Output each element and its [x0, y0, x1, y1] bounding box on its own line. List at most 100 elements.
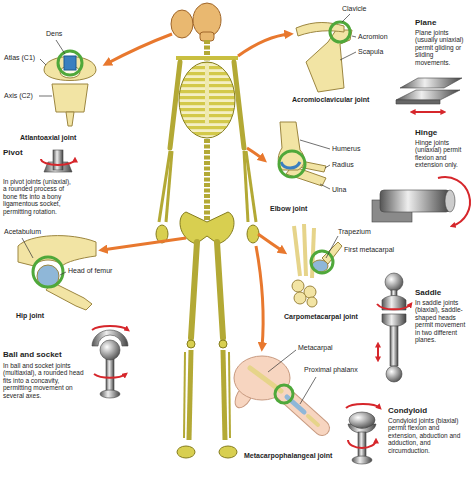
joint-type-description: In ball and socket joints (multiaxial), …: [3, 362, 85, 399]
carpometacarpal-illustration: [326, 236, 338, 258]
joint-name: Acromioclavicular joint: [292, 96, 369, 104]
shoulder-illustration: [296, 14, 356, 92]
skeleton: [189, 350, 191, 440]
skeleton: [187, 340, 195, 348]
part-label: Acromion: [358, 33, 388, 41]
joint-type-heading: Pivot: [3, 148, 23, 157]
part-label: Radius: [332, 161, 354, 169]
joint-name: Hip joint: [16, 312, 44, 320]
atlantoaxial-illustration: [52, 84, 88, 112]
skeleton: [176, 56, 238, 60]
saddle-icon: [377, 344, 379, 360]
skeleton: [223, 350, 225, 440]
skeleton: [166, 151, 172, 222]
ball-and-socket-icon: [94, 374, 126, 378]
atlantoaxial-illustration: [56, 40, 65, 54]
skeleton: [219, 340, 227, 348]
shoulder-illustration: [296, 23, 344, 37]
carpometacarpal-illustration: [292, 280, 304, 292]
plane-icon: [412, 111, 444, 113]
hand-illustration: [234, 356, 290, 400]
hand-illustration: [282, 392, 322, 428]
hand-illustration: [231, 350, 322, 428]
skeleton: [170, 62, 180, 148]
skeleton: [229, 352, 230, 438]
pivot-icon: [41, 159, 75, 165]
joint-type-description: Hinge joints (uniaxial) permit flexion a…: [415, 139, 470, 169]
hip-illustration: [33, 257, 63, 287]
ball-and-socket-icon: [100, 390, 120, 398]
pointer-arrow: [258, 234, 284, 252]
saddle-icon: [391, 290, 397, 296]
part-label: Clavicle: [342, 5, 367, 13]
skeleton: [219, 446, 237, 458]
saddle-icon: [385, 273, 403, 291]
carpometacarpal-illustration: [294, 226, 300, 276]
joint-type-description: In pivot joints (uniaxial), a rounded pr…: [3, 178, 75, 215]
joint-type-description: Plane joints (usually uniaxial) permit g…: [415, 29, 470, 66]
pointer-arrow: [238, 34, 290, 56]
atlantoaxial-illustration: [44, 57, 96, 81]
ball-and-socket-icon: [92, 326, 128, 330]
pointer-arrow: [256, 246, 263, 348]
hand-illustration: [268, 350, 296, 372]
carpometacarpal-illustration: [294, 292, 306, 304]
joint-type-heading: Condyloid: [388, 406, 427, 415]
atlantoaxial-illustration: [66, 112, 74, 126]
condyloid-icon: [352, 456, 372, 464]
skeleton: [205, 64, 209, 124]
elbow-illustration: [300, 140, 330, 149]
part-label: Acetabulum: [4, 228, 41, 236]
hand-illustration: [300, 377, 316, 404]
joint-type-heading: Ball and socket: [3, 350, 62, 359]
shoulder-illustration: [352, 36, 356, 37]
part-label: Ulna: [332, 186, 346, 194]
condyloid-icon: [349, 412, 375, 428]
skeleton: [200, 32, 214, 41]
part-label: First metacarpal: [344, 246, 394, 254]
pointer-arrow: [102, 34, 290, 348]
skeleton: [179, 62, 235, 138]
joint-name: Elbow joint: [270, 205, 307, 213]
hip-illustration: [60, 272, 66, 275]
condyloid-icon: [346, 404, 380, 464]
condyloid-icon: [348, 440, 376, 448]
part-label: Humerus: [332, 145, 360, 153]
hand-illustration: [275, 385, 293, 403]
atlantoaxial-illustration: [64, 56, 76, 70]
plane-icon: [396, 100, 440, 104]
carpometacarpal-illustration: [307, 297, 317, 307]
elbow-illustration: [278, 122, 330, 189]
hinge-icon: [445, 190, 455, 212]
part-label: Trapezium: [338, 228, 371, 236]
skeleton: [217, 242, 223, 338]
saddle-icon: [386, 366, 402, 382]
plane-icon: [396, 78, 462, 112]
atlantoaxial-illustration: [39, 96, 52, 97]
skeleton: [180, 212, 234, 244]
hand-illustration: [282, 392, 322, 428]
skeleton: [234, 62, 244, 148]
skeleton: [246, 151, 256, 222]
joint-name: Metacarpophalangeal joint: [244, 452, 332, 460]
skeleton: [191, 242, 197, 338]
part-label: Metacarpal: [298, 344, 333, 352]
carpometacarpal-illustration: [304, 224, 306, 276]
condyloid-icon: [358, 432, 366, 458]
part-label: Axis (C2): [4, 92, 33, 100]
ball-and-socket-icon: [92, 330, 128, 346]
hinge-icon: [380, 190, 450, 212]
hip-illustration: [22, 238, 33, 258]
plane-icon: [396, 90, 460, 100]
elbow-illustration: [279, 151, 305, 177]
atlantoaxial-illustration: [39, 40, 96, 126]
part-label: Proximal phalanx: [304, 366, 358, 374]
part-label: Atlas (C1): [4, 54, 35, 62]
carpometacarpal-illustration: [292, 224, 342, 307]
atlantoaxial-illustration: [58, 51, 82, 75]
elbow-illustration: [281, 162, 300, 168]
joint-type-heading: Saddle: [415, 288, 441, 297]
hinge-icon: [372, 177, 470, 226]
